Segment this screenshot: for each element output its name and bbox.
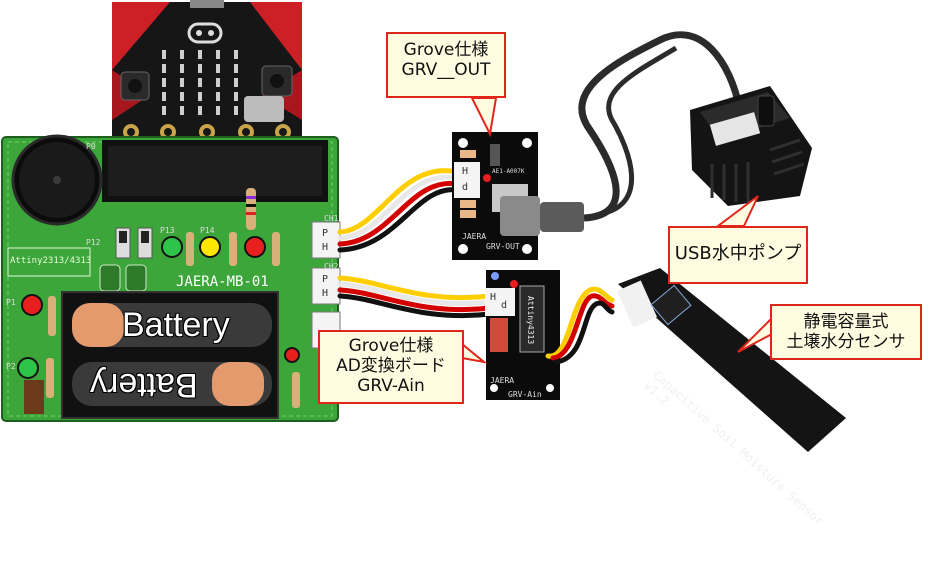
label-p13: P13 — [160, 226, 175, 235]
callout-ad-board-line3: GRV-Ain — [357, 376, 425, 397]
usb-pump — [690, 86, 812, 206]
callout-pump-line1: USB水中ポンプ — [674, 243, 802, 264]
callout-ad-board-line1: Grove仕様 — [348, 336, 434, 356]
callout-ad-board-line2: AD変換ボード — [336, 356, 446, 377]
ch2-connector-h: H — [322, 288, 329, 299]
callout-pump: USB水中ポンプ — [668, 226, 808, 284]
label-ch2: CH2 — [324, 262, 339, 271]
ain-chip: Attiny4313 — [526, 296, 535, 345]
grv-out-code: AE1-A007K — [492, 168, 525, 175]
label-p0: P0 — [86, 142, 96, 151]
callout-grv-out: Grove仕様 GRV__OUT — [386, 32, 506, 98]
grv-ain-cable — [337, 275, 493, 319]
board-name-label: JAERA-MB-01 — [176, 274, 269, 290]
label-p14: P14 — [200, 226, 215, 235]
grv-out-connector-h: H — [462, 166, 469, 177]
label-p2: P2 — [6, 362, 16, 371]
usb-cable — [500, 31, 744, 236]
label-p1: P1 — [6, 298, 16, 307]
grv-ain-board — [485, 270, 560, 400]
callout-sensor: 静電容量式 土壌水分センサ — [770, 304, 922, 360]
battery-2-label: Battery — [90, 366, 198, 404]
label-ch1: CH1 — [324, 214, 339, 223]
callout-sensor-line2: 土壌水分センサ — [786, 332, 906, 353]
ch1-connector-p: P — [322, 228, 329, 239]
grv-out-name: GRV-OUT — [486, 242, 520, 251]
main-board — [1, 134, 341, 422]
grv-ain-connector-h: H — [490, 292, 497, 303]
callout-ad-board: Grove仕様 AD変換ボード GRV-Ain — [318, 330, 464, 404]
grv-out-connector-d: d — [462, 182, 469, 193]
ch2-connector-p: P — [322, 274, 329, 285]
callout-grv-out-line1: Grove仕様 — [403, 40, 489, 60]
callout-sensor-line1: 静電容量式 — [803, 312, 889, 332]
grv-out-board — [452, 132, 538, 260]
microbit — [112, 0, 302, 140]
callout-grv-out-line2: GRV__OUT — [401, 60, 491, 81]
chip-label: Attiny2313/4313 — [10, 256, 92, 266]
sensor-cable — [545, 286, 615, 365]
ain-name: GRV-Ain — [508, 390, 542, 399]
grv-ain-connector-d: d — [501, 300, 508, 311]
ain-brand: JAERA — [490, 376, 515, 385]
ch1-connector-h: H — [322, 242, 329, 253]
grv-out-brand: JAERA — [462, 232, 487, 241]
wiring-diagram — [1, 0, 846, 452]
label-p12: P12 — [86, 238, 101, 247]
grv-out-cable — [337, 168, 461, 253]
soil-sensor-probe — [616, 268, 846, 452]
battery-1-label: Battery — [122, 306, 230, 344]
